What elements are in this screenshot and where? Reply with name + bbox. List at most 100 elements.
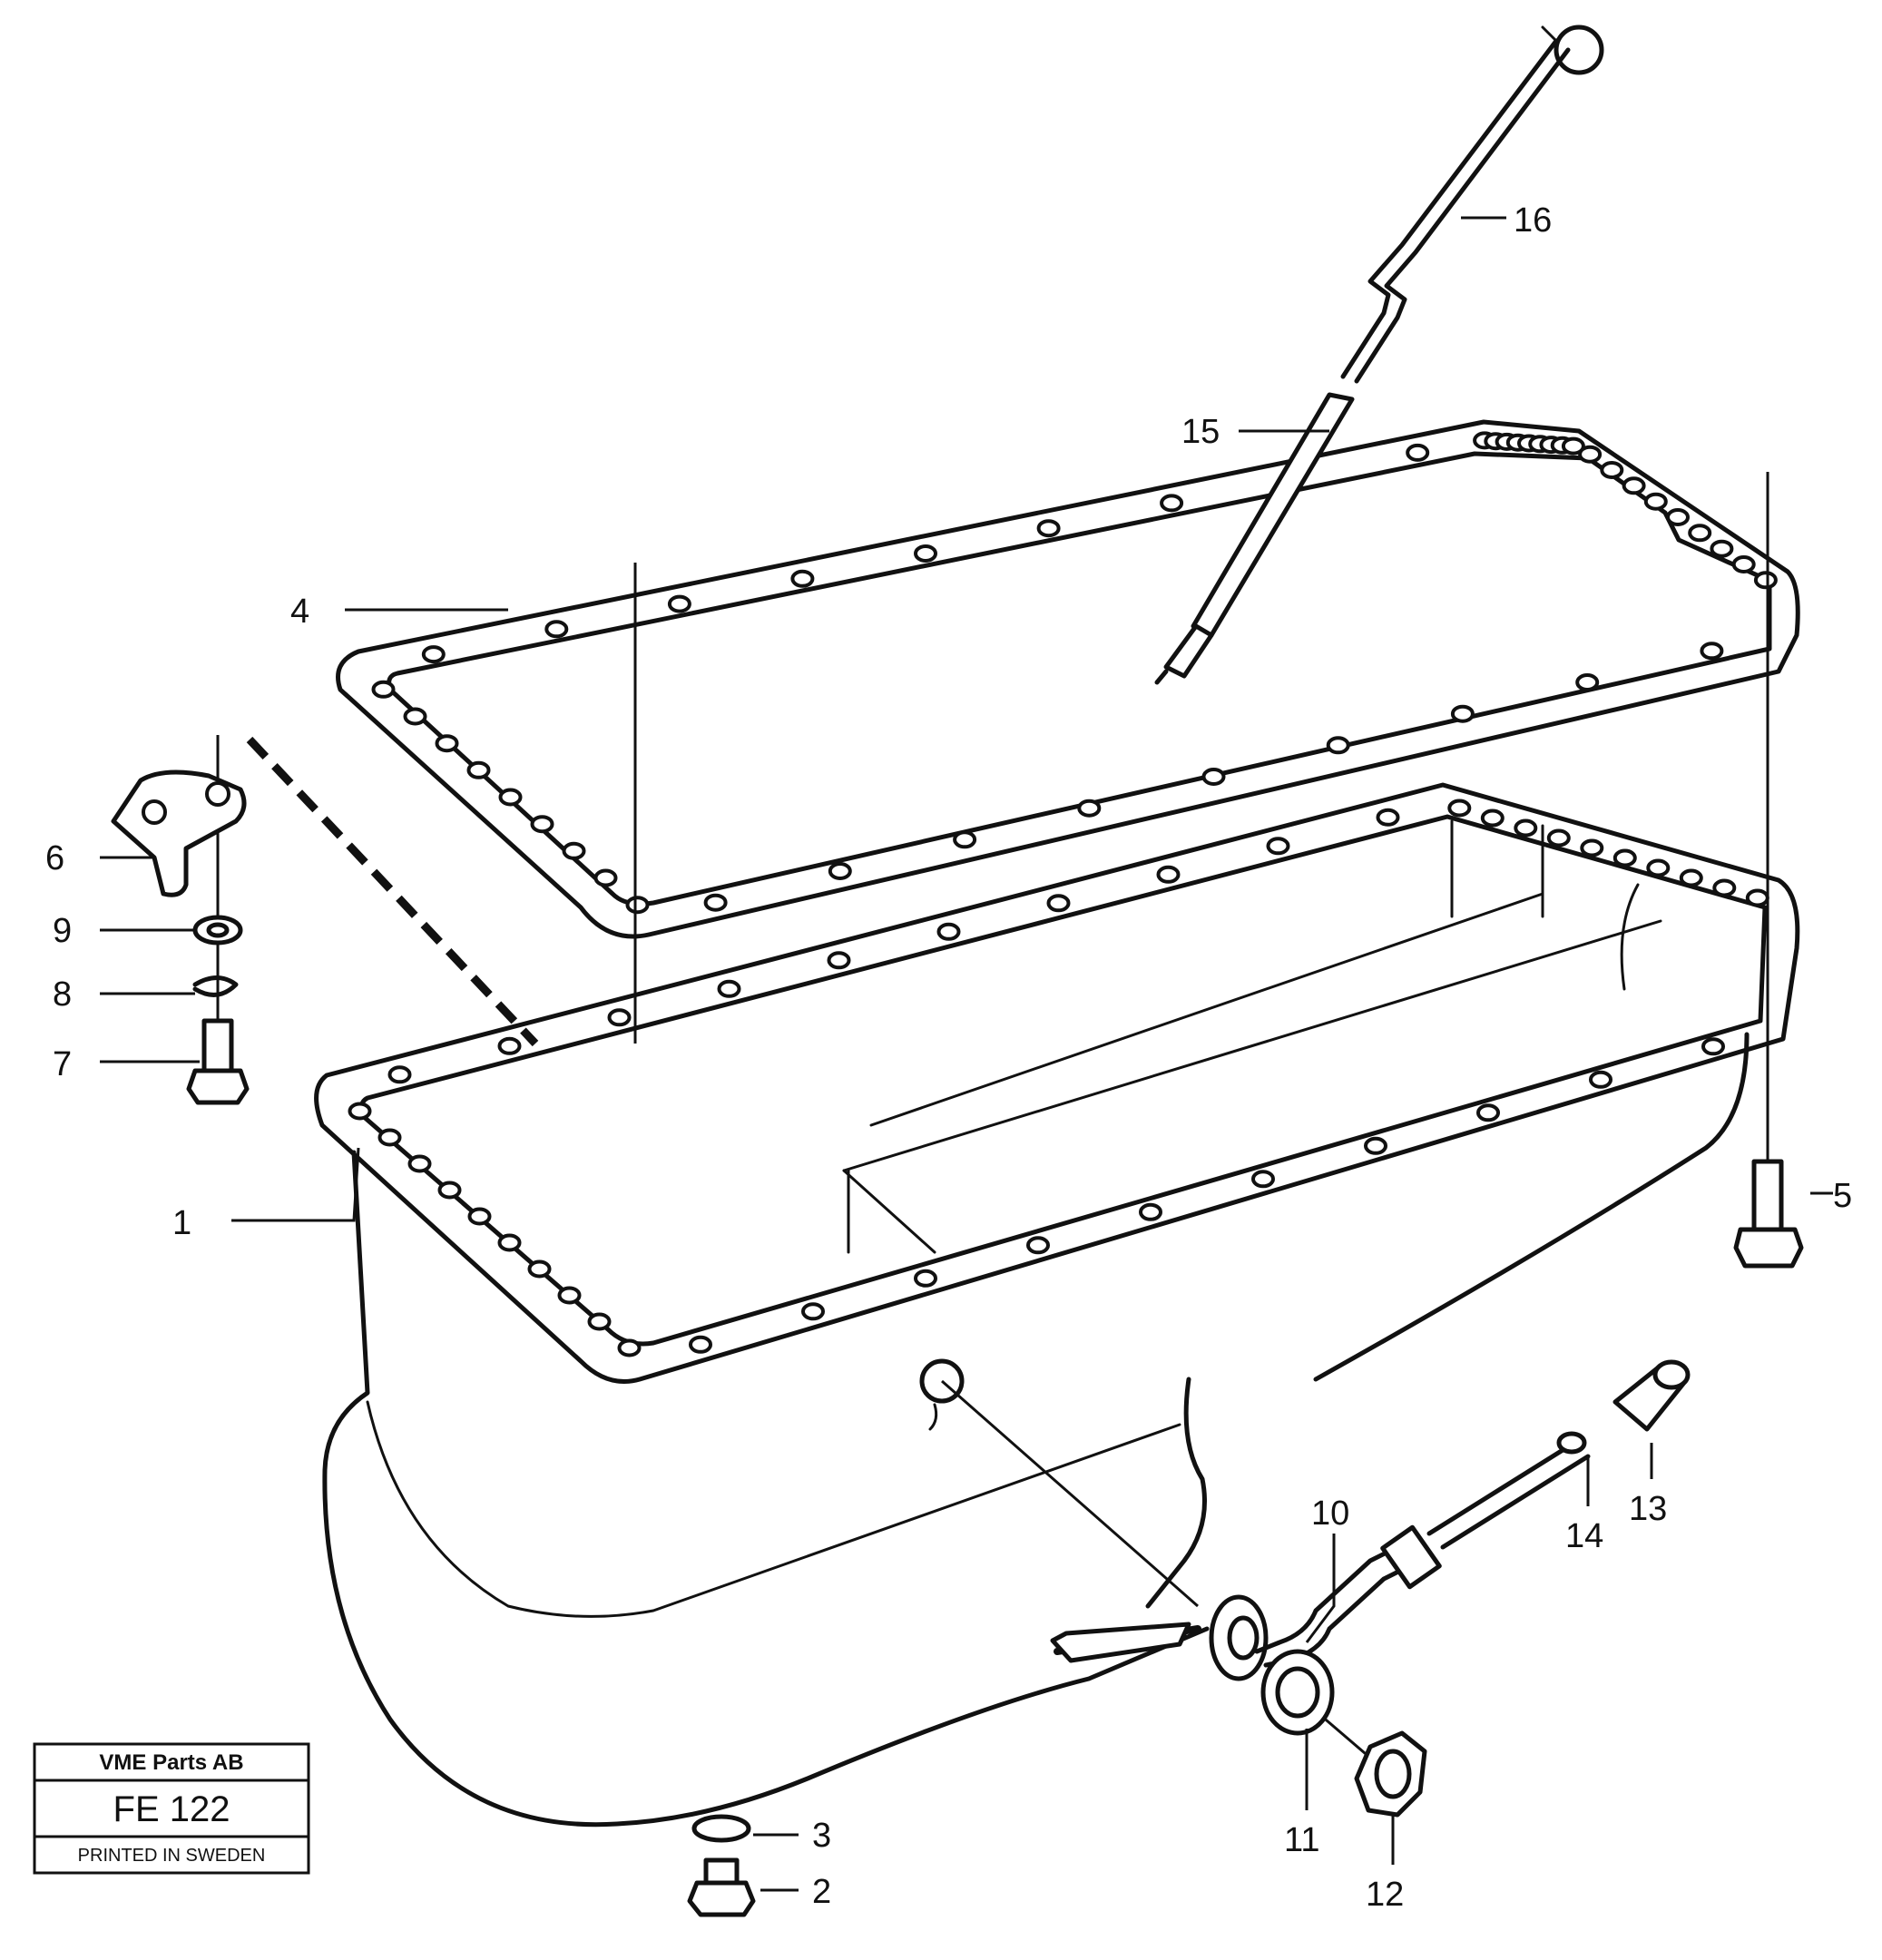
dipstick xyxy=(1340,24,1604,384)
bolt-hole xyxy=(1514,818,1538,838)
alignment-line-oil-pipe xyxy=(941,1379,1199,1608)
bolt-hole xyxy=(914,544,937,563)
bolt-hole xyxy=(1745,888,1769,907)
bolt-hole xyxy=(953,830,977,849)
bolt-hole xyxy=(562,841,586,860)
bolt-hole xyxy=(1251,1170,1275,1189)
callout-9: 9 xyxy=(53,912,72,950)
bolt-hole xyxy=(1561,436,1585,456)
bolt-hole xyxy=(371,680,396,699)
bolt-hole xyxy=(435,734,459,753)
bolt-hole xyxy=(703,893,728,912)
bolt-hole xyxy=(667,594,691,613)
bolt-hole xyxy=(348,1102,372,1121)
bolt-hole xyxy=(497,1036,522,1055)
oil-pipe xyxy=(1050,1440,1591,1681)
bolt-hole xyxy=(1753,571,1778,590)
bolt-hole xyxy=(1643,492,1668,511)
callout-1: 1 xyxy=(172,1204,191,1242)
bolt-hole xyxy=(827,951,851,970)
bolt-hole xyxy=(1679,868,1703,887)
bolt-hole xyxy=(1447,799,1472,818)
bolt-hole xyxy=(717,979,741,998)
bracket-screw xyxy=(186,1018,250,1105)
callout-10: 10 xyxy=(1311,1494,1349,1533)
title-block: VME Parts AB FE 122 PRINTED IN SWEDEN xyxy=(33,1742,310,1875)
bolt-hole xyxy=(1480,808,1505,828)
bolt-hole xyxy=(1476,1103,1500,1122)
bolt-hole xyxy=(387,1065,412,1084)
dipstick-tube xyxy=(1154,392,1355,685)
callout-7: 7 xyxy=(53,1045,72,1083)
bolt-hole xyxy=(527,1259,552,1279)
callout-12: 12 xyxy=(1366,1876,1404,1914)
bolt-hole xyxy=(1156,865,1181,884)
bolt-hole xyxy=(1701,1037,1725,1056)
title-block-company: VME Parts AB xyxy=(99,1750,243,1775)
bolt-hole xyxy=(801,1302,825,1321)
bracket xyxy=(111,769,247,897)
flat-washer xyxy=(192,915,243,946)
bolt-hole xyxy=(1046,894,1071,913)
bolt-hole xyxy=(497,1233,522,1252)
bolt-hole xyxy=(625,896,650,915)
callout-13: 13 xyxy=(1629,1490,1667,1528)
bolt-hole xyxy=(1688,524,1712,543)
union xyxy=(1612,1359,1691,1432)
bolt-hole xyxy=(607,1008,632,1027)
bolt-hole xyxy=(1666,508,1690,526)
bolt-hole xyxy=(1731,555,1756,573)
flat-washer-hole xyxy=(206,922,230,938)
bolt-hole xyxy=(1450,704,1475,723)
bolt-hole xyxy=(498,788,523,807)
oil-pan xyxy=(314,782,1800,1828)
bolt-hole xyxy=(1578,445,1603,464)
bolt-hole xyxy=(1622,476,1646,495)
o-ring xyxy=(1556,1431,1587,1455)
callout-labels: 1 2 3 4 5 6 7 8 9 10 11 12 13 14 15 16 xyxy=(45,201,1852,1914)
bolt-hole xyxy=(1160,494,1184,513)
bolt-hole xyxy=(914,1269,937,1288)
bolt-hole xyxy=(1546,828,1571,848)
bolt-hole xyxy=(1575,673,1600,691)
title-block-drawing-code: FE 122 xyxy=(113,1789,230,1829)
bolt-hole xyxy=(1406,443,1430,462)
drain-plug-washer xyxy=(691,1814,751,1843)
callout-8: 8 xyxy=(53,975,72,1014)
bolt-hole xyxy=(1326,736,1350,755)
bolt-hole xyxy=(1612,848,1637,867)
bolt-hole xyxy=(1266,837,1290,856)
bolt-hole xyxy=(1376,808,1400,827)
nut xyxy=(1354,1730,1427,1818)
callout-6: 6 xyxy=(45,839,64,877)
bolt-hole xyxy=(593,868,618,887)
lock-washer xyxy=(192,975,239,997)
bolt-hole xyxy=(403,707,427,726)
bolt-hole xyxy=(407,1154,432,1173)
flange-screw xyxy=(1733,1159,1804,1269)
bolt-hole xyxy=(790,569,815,588)
bolt-hole xyxy=(1600,461,1624,479)
callout-2: 2 xyxy=(812,1873,831,1911)
bolt-hole xyxy=(1712,878,1737,897)
bolt-hole xyxy=(557,1286,582,1305)
callout-3: 3 xyxy=(812,1817,831,1855)
bolt-hole xyxy=(1201,768,1226,786)
oil-pan-gasket xyxy=(336,419,1800,939)
bolt-hole xyxy=(1077,799,1102,818)
bolt-hole xyxy=(617,1338,642,1357)
bolt-hole xyxy=(467,1207,492,1226)
bolt-hole xyxy=(1580,838,1604,858)
callout-15: 15 xyxy=(1181,413,1220,451)
bolt-hole xyxy=(1700,642,1724,661)
bolt-hole xyxy=(828,862,852,880)
bolt-hole xyxy=(1646,858,1671,877)
bolt-hole xyxy=(689,1335,712,1354)
dashed-guide-line xyxy=(246,736,539,1047)
callout-11: 11 xyxy=(1284,1821,1319,1859)
callout-4: 4 xyxy=(290,593,309,631)
bolt-hole xyxy=(1036,519,1061,538)
drain-plug xyxy=(687,1857,756,1917)
bolt-hole xyxy=(1589,1070,1612,1089)
